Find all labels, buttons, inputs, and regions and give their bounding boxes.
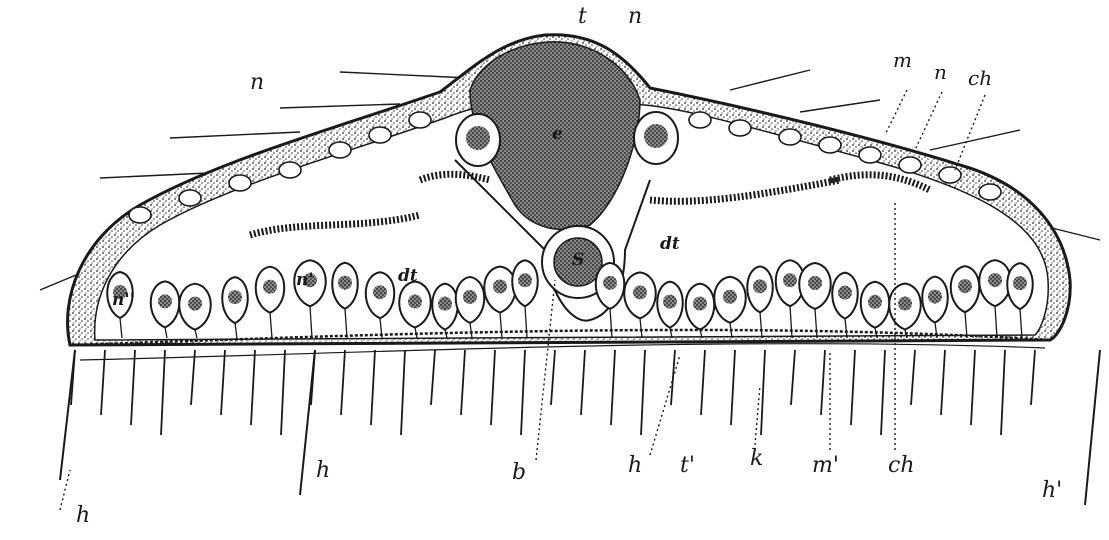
label-dt-right: dt (660, 234, 680, 254)
label-s: S (572, 250, 585, 270)
label-n-right: n (934, 60, 947, 84)
label-t-prime: t' (680, 453, 695, 478)
label-h-mid: h (316, 458, 331, 483)
label-n-inner: n' (296, 270, 314, 290)
label-h-prime: h' (1042, 478, 1063, 503)
label-m-prime: m' (812, 453, 839, 478)
label-dt-left: dt (398, 266, 418, 286)
label-n-far-left: n'' (112, 290, 135, 310)
surface-bristles (39, 69, 1101, 291)
epidermal-nuclei (128, 111, 1002, 224)
label-m: m (893, 48, 912, 72)
label-ch-bottom: ch (888, 453, 915, 478)
lower-hairs (59, 349, 1101, 506)
label-t: t (578, 4, 587, 29)
label-n-top: n (628, 4, 643, 29)
central-mass (469, 41, 641, 231)
label-n-left: n (250, 70, 265, 95)
nerve-cords (248, 170, 932, 239)
nucleus-s-core (553, 237, 603, 287)
label-h-left: h (76, 503, 91, 528)
label-e: e (552, 124, 563, 144)
gland-cells (106, 259, 1034, 339)
label-h-center: h (628, 453, 643, 478)
label-b: b (512, 460, 527, 485)
label-ch-top: ch (968, 66, 993, 90)
leader-lines (59, 89, 986, 511)
label-k: k (750, 446, 764, 471)
basal-membrane (69, 328, 1051, 347)
